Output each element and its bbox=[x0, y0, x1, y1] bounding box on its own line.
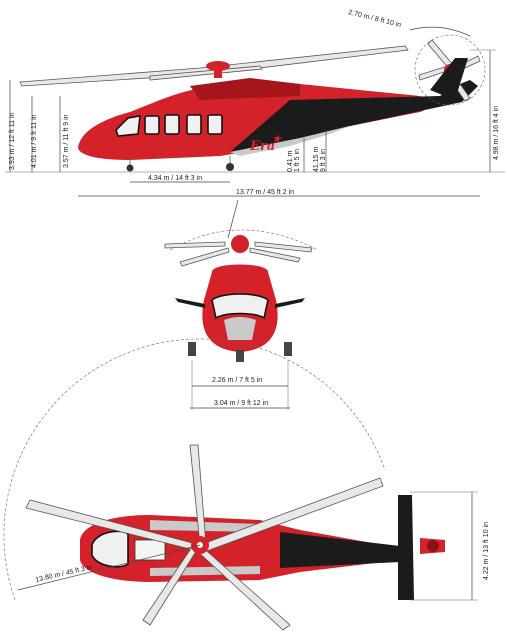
stub-wing-left bbox=[175, 298, 205, 308]
tail-rotor-disc bbox=[414, 34, 486, 106]
front-rotor-hub bbox=[231, 235, 249, 253]
era-logo-star: ★ bbox=[272, 134, 283, 145]
front-nose bbox=[224, 317, 256, 340]
tail-boom-top bbox=[280, 532, 400, 568]
era-logo: Era bbox=[249, 139, 275, 154]
cabin-top bbox=[134, 539, 166, 561]
cabin-window-2 bbox=[164, 114, 180, 135]
nose-wheel bbox=[126, 164, 134, 172]
tail-rotor-dim-arc bbox=[409, 26, 471, 37]
cabin-height-label: 41.15 m9 ft 3 in bbox=[313, 147, 327, 172]
cabin-window-4 bbox=[207, 114, 223, 135]
ground-clearance-label: 0.41 m1 ft 5 in bbox=[287, 149, 301, 172]
fuselage-stripe bbox=[230, 126, 350, 156]
front-gear-right bbox=[284, 342, 292, 356]
tail-fin bbox=[430, 58, 468, 100]
tail-rotor-diameter-label: 2.70 m / 8 ft 10 in bbox=[348, 9, 402, 29]
stabilizer-span-label: 4.22 m / 13 ft 10 in bbox=[483, 522, 490, 580]
top-view: 13.80 m / 45 ft 3 in 4.22 m / 13 ft 10 i… bbox=[3, 338, 490, 631]
main-rotor-blade-side bbox=[19, 45, 409, 87]
front-rotor-blade-right bbox=[254, 241, 313, 253]
rotor-mast bbox=[214, 66, 222, 78]
overall-height-label: 4.98 m / 16 ft 4 in bbox=[493, 106, 500, 160]
cockpit-window bbox=[115, 115, 141, 137]
engine-cowling bbox=[190, 78, 300, 100]
wheelbase-label: 4.34 m / 14 ft 3 in bbox=[148, 175, 202, 182]
stub-wing-right bbox=[275, 298, 305, 308]
height-3-label: 3.57 m / 11 ft 9 in bbox=[63, 114, 70, 168]
cabin-window-3 bbox=[186, 114, 202, 135]
side-view: Era ★ 2.70 m / 8 ft 10 in 3.93 m / 12 ft… bbox=[5, 9, 505, 197]
front-gear-left bbox=[188, 342, 196, 356]
front-nose-gear bbox=[236, 350, 244, 362]
gear-track-label: 2.26 m / 7 ft 5 in bbox=[212, 377, 262, 384]
main-wheel bbox=[226, 163, 234, 171]
rotor-disc-arc bbox=[3, 338, 386, 601]
height-2-label: 4.01 m / 9 ft 11 in bbox=[31, 114, 38, 168]
front-windshield bbox=[211, 293, 269, 320]
main-rotor-top bbox=[25, 444, 384, 631]
front-rotor-blade-left bbox=[164, 241, 226, 249]
rotor-diameter-label: 13.80 m / 45 ft 3 in bbox=[35, 564, 93, 584]
cockpit-top bbox=[91, 530, 129, 568]
tail-boom-black bbox=[230, 80, 478, 152]
front-view: 2.26 m / 7 ft 5 in 3.04 m / 9 ft 12 in bbox=[164, 229, 319, 410]
overall-length-label: 13.77 m / 45 ft 2 in bbox=[236, 189, 294, 196]
height-1-label: 3.93 m / 12 ft 11 in bbox=[9, 112, 16, 170]
overall-width-label: 3.04 m / 9 ft 12 in bbox=[214, 400, 268, 407]
rotor-diameter-line bbox=[17, 544, 201, 591]
cabin-window-1 bbox=[144, 115, 160, 135]
horizontal-stabilizer bbox=[398, 495, 414, 600]
